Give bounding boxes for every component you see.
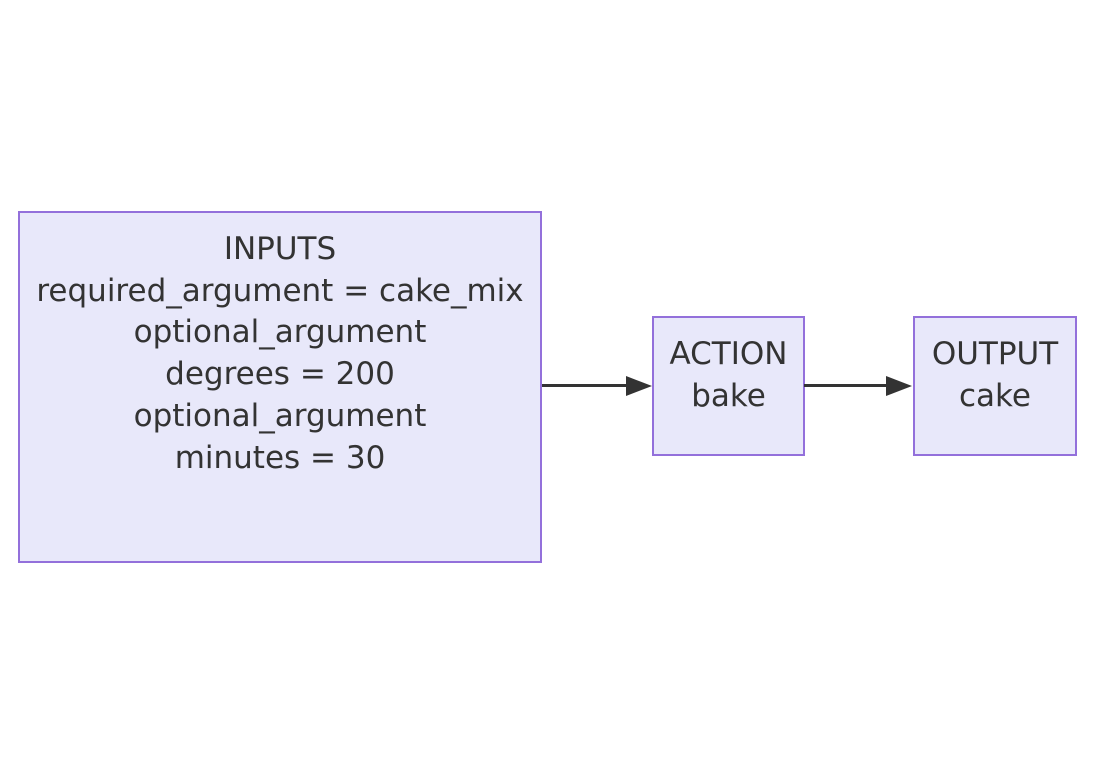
node-action-title: ACTION	[669, 336, 788, 372]
arrow-inputs-to-action-shaft	[542, 384, 629, 387]
arrow-action-to-output-head-icon	[886, 376, 912, 396]
node-inputs: INPUTS required_argument = cake_mix opti…	[18, 211, 542, 563]
node-inputs-line-required-argument: required_argument = cake_mix	[36, 272, 524, 309]
node-inputs-line-minutes: minutes = 30	[174, 439, 386, 476]
node-output-title: OUTPUT	[931, 336, 1059, 372]
node-action: ACTION bake	[652, 316, 805, 456]
arrow-inputs-to-action-head-icon	[626, 376, 652, 396]
node-inputs-line-optional-argument-1: optional_argument	[133, 314, 427, 351]
node-output: OUTPUT cake	[913, 316, 1077, 456]
node-inputs-line-optional-argument-2: optional_argument	[133, 397, 427, 434]
node-action-label: bake	[691, 377, 766, 414]
node-inputs-line-degrees: degrees = 200	[165, 356, 395, 393]
node-inputs-title: INPUTS	[223, 231, 337, 267]
node-output-label: cake	[959, 377, 1031, 414]
arrow-action-to-output-shaft	[804, 384, 888, 387]
